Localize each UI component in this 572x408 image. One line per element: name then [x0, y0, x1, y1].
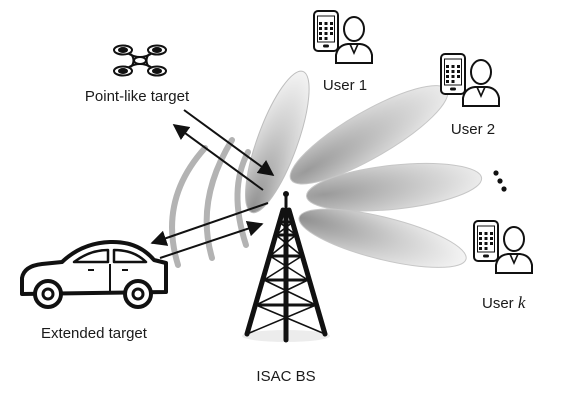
beam-lobe-1	[244, 70, 310, 214]
beam-pattern	[244, 70, 483, 268]
echo-wave-1	[169, 145, 208, 268]
echo-wave-3	[234, 149, 251, 248]
extended-target-label: Extended target	[41, 325, 148, 342]
arrow-from-extended-target	[159, 220, 264, 259]
arrow-to-point-target	[172, 124, 264, 191]
arrow-from-point-target	[183, 109, 275, 176]
user-k-prefix: User	[482, 295, 518, 312]
echo-wave-2	[203, 137, 235, 261]
point-target-label: Point-like target	[85, 88, 190, 105]
beam-lobe-3	[306, 162, 483, 212]
more-users-ellipsis	[493, 170, 507, 192]
user-k-variable: k	[518, 293, 526, 312]
car-icon	[20, 239, 168, 309]
base-station-label: ISAC BS	[256, 368, 315, 385]
sensing-arrows	[150, 109, 275, 259]
user-2-label: User 2	[451, 121, 495, 138]
beam-lobe-4	[298, 208, 467, 268]
user-2-icon	[440, 53, 500, 107]
user-1-icon	[313, 10, 373, 64]
arrow-to-extended-target	[150, 202, 269, 246]
sensing-echo-waves	[169, 137, 251, 268]
tower-icon	[242, 191, 330, 343]
user-k-icon	[473, 220, 533, 274]
user-k-label: User k	[482, 293, 526, 312]
drone-icon	[113, 44, 167, 77]
user-1-label: User 1	[323, 77, 367, 94]
